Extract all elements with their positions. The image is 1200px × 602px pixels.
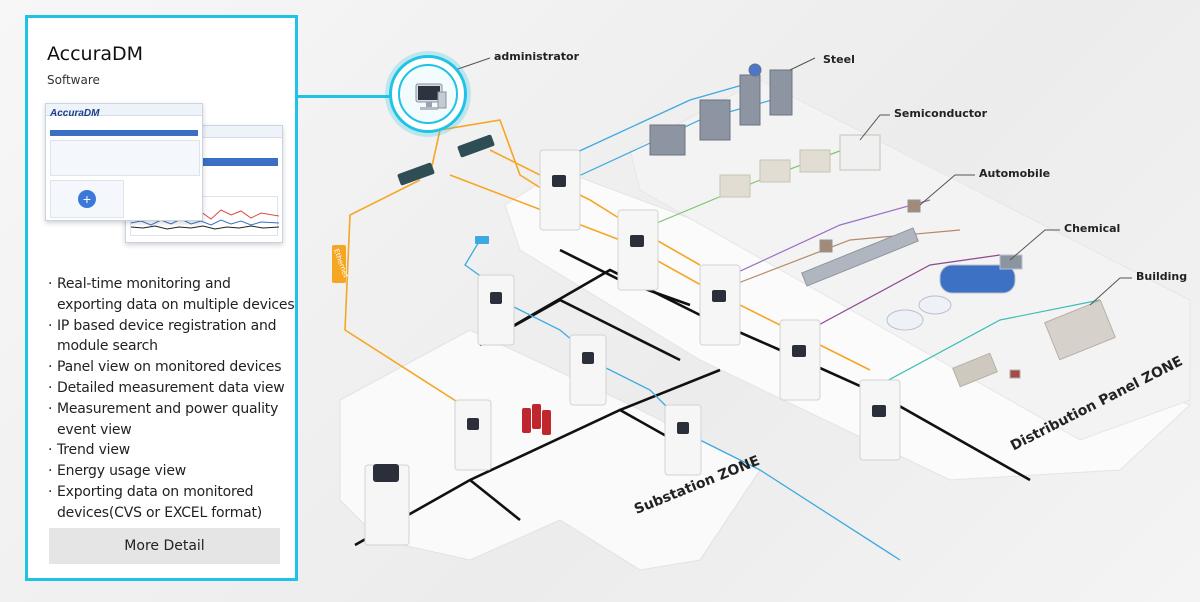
steel-plant [649,63,793,156]
feature-item: ·Trend view [48,442,131,459]
administrator-highlight[interactable] [389,55,467,133]
product-subtitle: Software [47,73,100,87]
automobile-label: Automobile [979,167,1051,180]
administrator-computer-icon [398,64,458,124]
meter-devices [373,175,886,482]
screenshot-logo: AccuraDM [50,108,100,119]
administrator-label: administrator [494,50,580,63]
feature-item: ·Detailed measurement data view [48,379,285,396]
network-switches [397,134,495,244]
ethernet-tag [332,245,346,283]
label-leaders [454,57,1132,306]
software-screenshots: AccuraDM + [45,103,285,248]
more-detail-button[interactable]: More Detail [49,528,280,564]
feature-item: ·Panel view on monitored devices [48,359,282,376]
feature-item: ·Measurement and power quality event vie… [48,400,279,438]
building-block [952,299,1116,388]
product-info-card: AccuraDM Software AccuraDM + ·Real-ti [25,15,298,581]
feature-item: ·Real-time monitoring and exporting data… [48,276,295,313]
building-label: Building [1136,270,1188,283]
feature-item: ·IP based device registration and module… [48,317,277,355]
feature-item: ·Energy usage view [48,463,186,480]
feature-list: ·Real-time monitoring and exporting data… [48,274,296,524]
cabinets [364,149,901,546]
card-connector-line [298,95,390,98]
add-device-icon: + [78,190,96,208]
product-title: AccuraDM [47,43,144,65]
feature-item: ·Exporting data on monitored devices(CVS… [48,483,263,521]
chemical-label: Chemical [1064,222,1121,235]
semiconductor-label: Semiconductor [894,107,987,120]
steel-label: Steel [823,53,855,66]
semiconductor-plant [719,134,881,198]
transformer [522,404,551,435]
chemical-plant [886,254,1023,331]
device-panel-screenshot: AccuraDM + [45,103,203,221]
automobile-plant [801,199,921,287]
